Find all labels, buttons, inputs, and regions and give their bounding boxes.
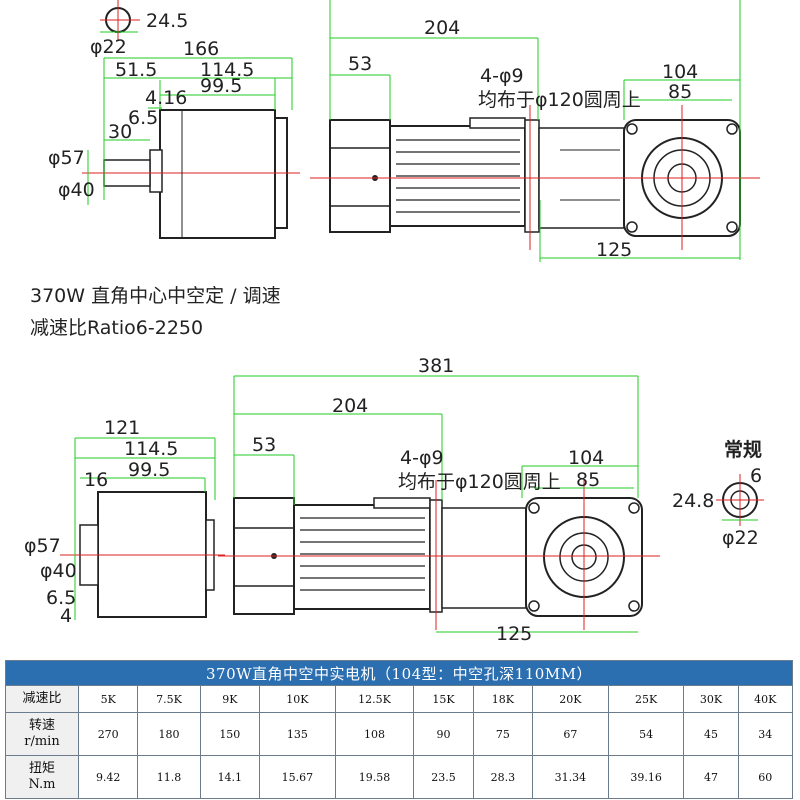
speed-label-line2: r/min <box>24 734 60 749</box>
bottom-motor-len53: 53 <box>252 434 276 456</box>
top-side-len3: 99.5 <box>200 75 242 97</box>
ratio-cell: 12.5K <box>334 685 415 713</box>
ratio-cell: 7.5K <box>137 685 201 713</box>
top-side-len5: 6.5 <box>128 107 158 129</box>
ratio-cell: 5K <box>77 685 139 713</box>
bottom-shaft-title: 常规 <box>724 438 762 461</box>
top-side-len1: 51.5 <box>115 59 157 81</box>
bottom-motor-len204: 204 <box>332 395 368 417</box>
top-side-key: 30 <box>108 121 132 143</box>
speed-cell: 54 <box>607 712 685 756</box>
torque-cell: 9.42 <box>77 755 139 799</box>
torque-cell: 39.16 <box>607 755 685 799</box>
bottom-motor-w125: 125 <box>496 623 532 645</box>
top-shaft-section: 24.5 φ22 <box>90 0 188 58</box>
speed-cell: 270 <box>77 712 139 756</box>
top-side-overall: 166 <box>183 38 219 60</box>
speed-cell: 135 <box>259 712 336 756</box>
bottom-side-len114: 114.5 <box>124 438 178 460</box>
torque-cell: 23.5 <box>413 755 474 799</box>
torque-cell: 47 <box>683 755 739 799</box>
bottom-side-dia2: φ40 <box>40 560 77 582</box>
torque-cell: 15.67 <box>259 755 336 799</box>
top-side-len2: 114.5 <box>200 59 254 81</box>
ratio-cell: 9K <box>199 685 261 713</box>
bottom-side-t1: 6.5 <box>46 587 76 609</box>
bottom-shaft-d3: 6 <box>750 465 762 487</box>
spec-table: 370W直角中空中实电机（104型：中空孔深110MM） 减速比 5K 7.5K… <box>5 660 794 799</box>
torque-cell: 11.8 <box>137 755 201 799</box>
top-shaft-d2: φ22 <box>90 36 127 58</box>
torque-cell: 31.34 <box>532 755 609 799</box>
speed-cell: 67 <box>532 712 609 756</box>
ratio-cell: 20K <box>532 685 609 713</box>
bottom-side-dia1: φ57 <box>24 535 61 557</box>
torque-cell: 28.3 <box>472 755 534 799</box>
bottom-side-len16: 16 <box>84 469 108 491</box>
bottom-shaft-d2: φ22 <box>722 527 759 549</box>
bottom-motor-view: 381 204 53 4-φ9 均布于φ120圆周上 104 85 125 <box>218 355 660 645</box>
top-motor-view: 204 53 4-φ9 均布于φ120圆周上 104 85 125 <box>310 0 760 262</box>
top-motor-w125: 125 <box>596 239 632 261</box>
top-side-dia2: φ40 <box>58 179 95 201</box>
ratio-cell: 40K <box>737 685 794 713</box>
top-side-view: 166 51.5 114.5 99.5 4.16 6.5 30 φ57 φ40 <box>48 38 300 239</box>
speed-cell: 180 <box>137 712 201 756</box>
caption-line1: 370W 直角中心中空定 / 调速 <box>30 285 281 307</box>
speed-cell: 90 <box>413 712 474 756</box>
torque-label-line2: N.m <box>28 777 56 792</box>
ratio-cell: 18K <box>472 685 534 713</box>
top-motor-holes-note: 均布于φ120圆周上 <box>478 89 641 111</box>
bottom-motor-holes-note: 均布于φ120圆周上 <box>398 471 561 493</box>
top-motor-w104: 104 <box>662 61 698 83</box>
ratio-cell: 25K <box>607 685 685 713</box>
torque-cell: 14.1 <box>199 755 261 799</box>
top-shaft-d1: 24.5 <box>146 10 188 32</box>
dimension-drawing: 24.5 φ22 166 51.5 114.5 99.5 4.16 6.5 30… <box>24 0 764 645</box>
top-motor-len53: 53 <box>348 53 372 75</box>
ratio-cell: 15K <box>413 685 474 713</box>
speed-cell: 150 <box>199 712 261 756</box>
bottom-motor-holes: 4-φ9 <box>400 447 444 469</box>
bottom-shaft-d1: 24.8 <box>672 490 714 512</box>
speed-cell: 45 <box>683 712 739 756</box>
speed-cell: 108 <box>334 712 415 756</box>
bottom-motor-w104: 104 <box>568 447 604 469</box>
ratio-cell: 30K <box>683 685 739 713</box>
torque-label-line1: 扭矩 <box>28 761 55 776</box>
torque-cell: 19.58 <box>334 755 415 799</box>
top-motor-holes: 4-φ9 <box>480 65 524 87</box>
torque-cell: 60 <box>737 755 794 799</box>
bottom-shaft-section: 常规 6 24.8 φ22 <box>672 438 764 549</box>
bottom-side-len99: 99.5 <box>128 459 170 481</box>
bottom-side-len121: 121 <box>104 417 140 439</box>
spec-table-title: 370W直角中空中实电机（104型：中空孔深110MM） <box>5 660 793 686</box>
bottom-motor-overall: 381 <box>418 355 454 377</box>
ratio-row: 减速比 5K 7.5K 9K 10K 12.5K 15K 18K 20K 25K… <box>5 685 794 713</box>
top-motor-w85: 85 <box>668 81 692 103</box>
caption-line2: 减速比Ratio6-2250 <box>30 317 203 339</box>
bottom-motor-w85: 85 <box>576 469 600 491</box>
ratio-label: 减速比 <box>5 685 79 713</box>
top-side-len4: 4.16 <box>145 87 187 109</box>
speed-cell: 34 <box>737 712 794 756</box>
top-side-dia1: φ57 <box>48 147 85 169</box>
bottom-side-view: 121 114.5 99.5 16 φ57 φ40 6.5 4 <box>24 417 225 627</box>
top-motor-len204: 204 <box>424 17 460 39</box>
bottom-side-t2: 4 <box>60 605 72 627</box>
ratio-cell: 10K <box>259 685 336 713</box>
speed-cell: 75 <box>472 712 534 756</box>
speed-label-line1: 转速 <box>28 718 55 733</box>
